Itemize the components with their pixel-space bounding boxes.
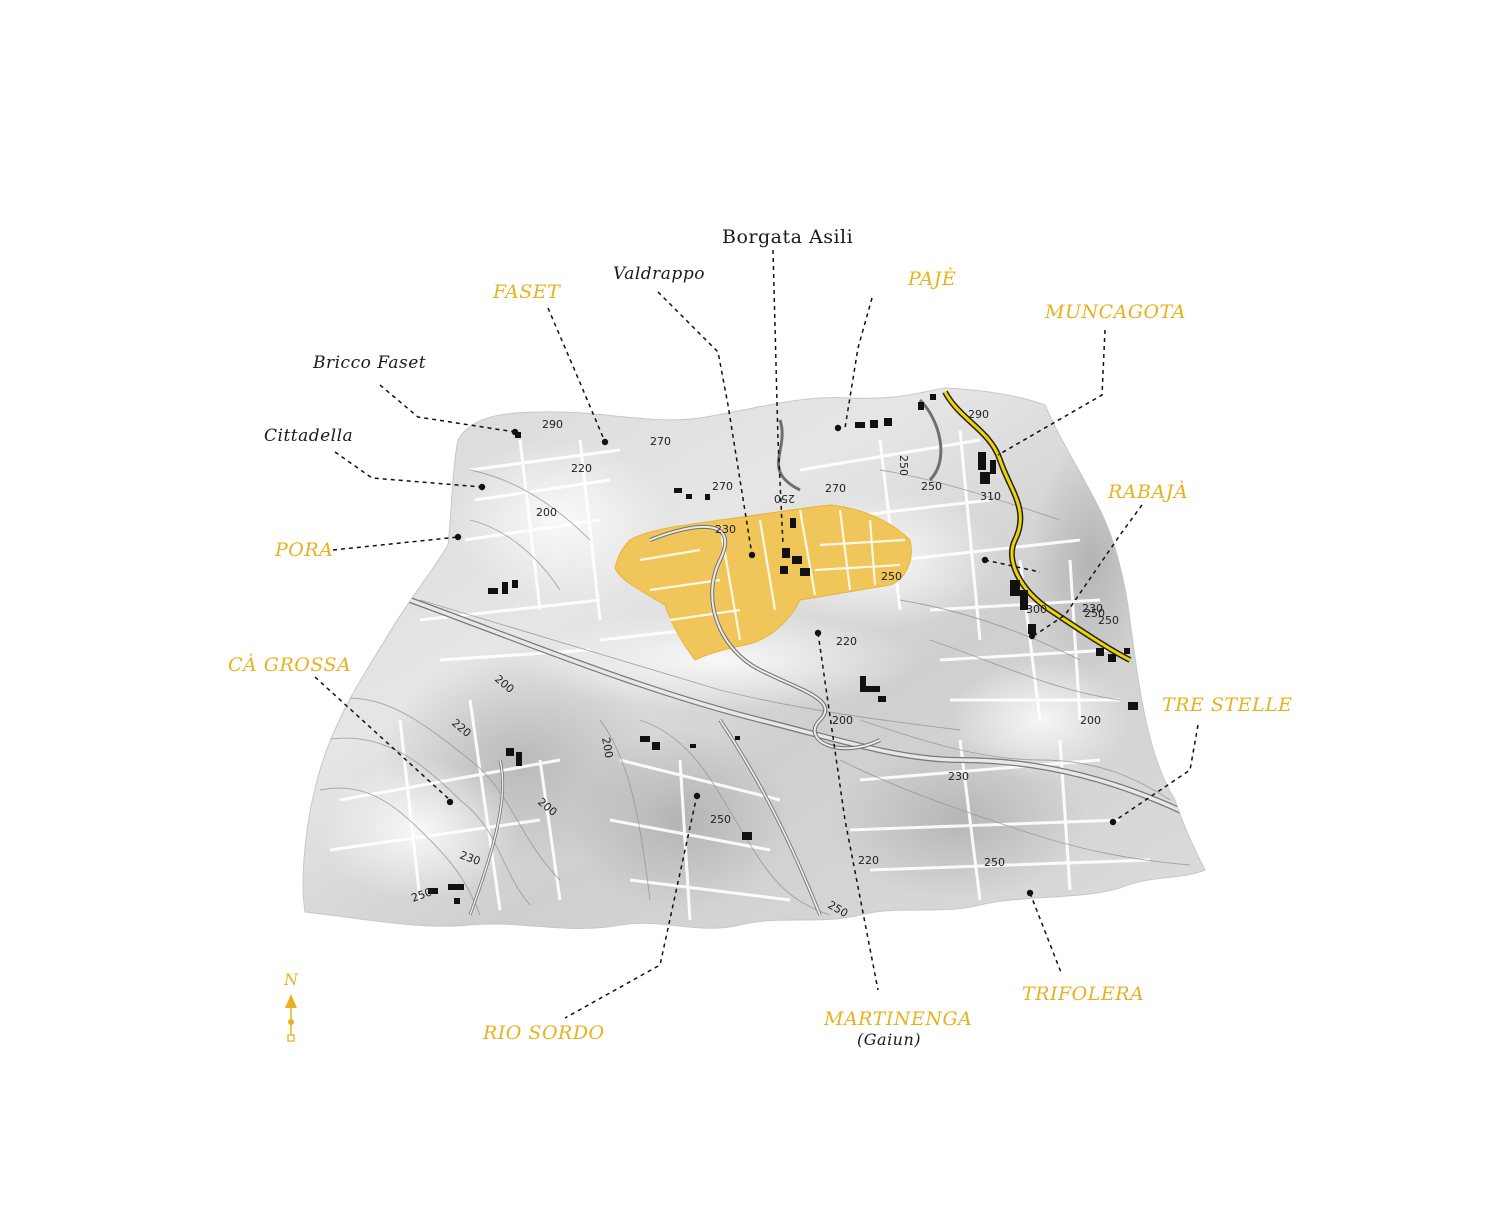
label-bricco-faset: Bricco Faset: [313, 353, 427, 373]
label-trifolera: TRIFOLERA: [1022, 983, 1145, 1005]
elevation-label: 250: [984, 856, 1005, 869]
label-rabaja: RABAJÀ: [1108, 481, 1189, 503]
elevation-label: 250: [774, 492, 795, 505]
elevation-label: 220: [836, 635, 857, 648]
leader-dots: [446, 424, 1117, 897]
label-faset: FASET: [493, 281, 561, 303]
label-rio-sordo: RIO SORDO: [483, 1022, 605, 1044]
label-tre-stelle: TRE STELLE: [1162, 694, 1293, 716]
contour-lines: [319, 469, 1191, 916]
asili-highlight-area: [614, 504, 912, 661]
label-valdrappo: Valdrappo: [613, 264, 705, 284]
elevation-label: 270: [825, 482, 846, 495]
roads: [408, 390, 1202, 916]
label-martinenga-sub: (Gaiun): [857, 1030, 922, 1049]
elevation-label: 230: [948, 770, 969, 783]
elevation-label: 250: [881, 570, 902, 583]
label-borgata-asili: Borgata Asili: [722, 226, 854, 248]
label-paje: PAJÈ: [908, 268, 957, 290]
north-arrow-icon: [285, 994, 297, 1042]
leader-lines: [314, 249, 1199, 1019]
label-ca-grossa: CÀ GROSSA: [228, 654, 352, 676]
elevation-label: 310: [980, 490, 1001, 503]
elevation-label: 300: [1026, 603, 1047, 616]
label-muncagota: MUNCAGOTA: [1045, 301, 1186, 323]
compass-label: N: [284, 970, 298, 989]
elevation-label: 200: [832, 714, 853, 727]
elevation-label: 250: [1098, 614, 1119, 627]
buildings: [428, 394, 1138, 904]
elevation-label: 290: [542, 418, 563, 431]
label-cittadella: Cittadella: [264, 426, 354, 446]
elevation-label: 220: [858, 854, 879, 867]
elevation-label: 230: [715, 523, 736, 536]
label-martinenga: MARTINENGA: [824, 1008, 973, 1030]
elevation-label: 200: [536, 506, 557, 519]
elevation-label: 270: [712, 480, 733, 493]
elevation-label: 220: [571, 462, 592, 475]
elevation-label: 290: [968, 408, 989, 421]
elevation-label: 250: [710, 813, 731, 826]
elevation-label: 250: [897, 455, 910, 476]
elevation-label: 200: [1080, 714, 1101, 727]
elevation-label: 200: [599, 736, 615, 759]
elevation-label: 230: [1082, 602, 1103, 615]
label-pora: PORA: [275, 539, 334, 561]
elevation-label: 250: [921, 480, 942, 493]
elevation-labels: 2902702202702502702502502302002902503002…: [410, 408, 1119, 920]
elevation-label: 250: [1084, 607, 1105, 620]
elevation-label: 270: [650, 435, 671, 448]
